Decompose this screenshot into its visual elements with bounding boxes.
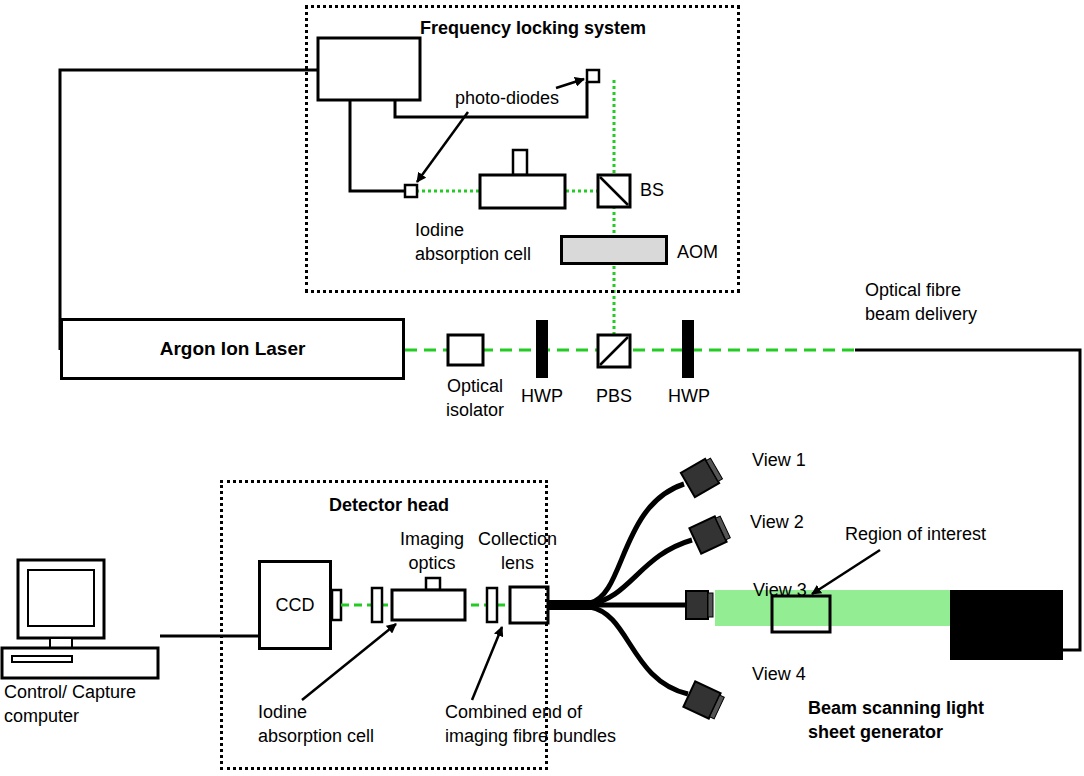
iodine-cell [392,590,465,620]
photo-diode [587,70,599,82]
region-of-interest [772,596,830,632]
node-label: Frequency locking system [420,16,646,40]
part-label: Optical isolator [435,374,515,423]
lens [487,588,497,622]
photo-diode [405,185,417,197]
leader-arrow [417,112,468,182]
cell-stem [426,578,440,590]
fibre-bundle [548,600,592,610]
polarising-beam-splitter [600,337,628,365]
part-label: Imaging optics [392,527,472,576]
fibre-bundle [590,540,692,604]
collection-lens [510,587,548,623]
leader-arrow [556,79,584,88]
node-label: Detector head [329,493,449,517]
half-wave-plate [682,320,694,378]
fibre-bundle [590,484,684,603]
part-label: HWP [668,384,710,408]
part-label: BS [640,178,664,202]
control-computer: Control/ Capture computer [2,558,160,680]
part-label: photo-diodes [455,86,559,110]
part-label: Combined end of imaging fibre bundles [445,700,625,749]
part-label: Optical fibre beam delivery [865,278,1000,327]
node-label: CCD [276,593,315,617]
leader-arrow [472,627,502,700]
part-label: View 2 [750,510,804,534]
node-label: Control/ Capture computer [4,680,154,729]
fibre-bundle [590,607,688,694]
lens [372,588,382,622]
disk-slot [12,656,72,662]
cell-stem [513,150,527,175]
light-sheet-generator: Beam scanning light sheet generator [950,590,1063,660]
optical-isolator [448,335,483,365]
light-sheet [715,590,950,626]
part-label: Region of interest [845,522,986,546]
fibre-bundle [590,603,688,608]
view-head [689,514,731,553]
control-wire [60,70,318,350]
acousto-optic-modulator: AOM [560,235,668,265]
node-label: AOM [677,240,718,264]
ccd-camera: CCD [258,560,332,650]
part-label: Iodine absorption cell [415,218,543,267]
half-wave-plate [536,320,548,378]
beam-splitter [600,177,628,205]
computer-screen [28,570,94,626]
part-label: HWP [521,384,563,408]
view-head [683,681,725,720]
photodiode-wire [350,100,405,191]
connector-cable [160,635,258,638]
part-label: Collection lens [470,527,565,576]
part-label: PBS [596,384,632,408]
view-head [686,591,713,619]
iodine-cell [480,175,565,208]
part-label: Iodine absorption cell [258,700,386,749]
beam-splitter [598,175,630,207]
node-label: Beam scanning light sheet generator [808,696,1008,745]
computer-monitor [18,560,104,638]
node-label: Argon Ion Laser [160,336,306,362]
part-label: View 1 [752,448,806,472]
controller-box [318,38,420,100]
part-label: View 4 [752,662,806,686]
leader-arrow [812,550,880,594]
polarising-beam-splitter [598,335,630,367]
laser-box: Argon Ion Laser [60,318,405,380]
computer-base [2,648,158,678]
view-head [681,456,724,497]
ccd-window [332,590,341,620]
part-label: View 3 [753,578,807,602]
